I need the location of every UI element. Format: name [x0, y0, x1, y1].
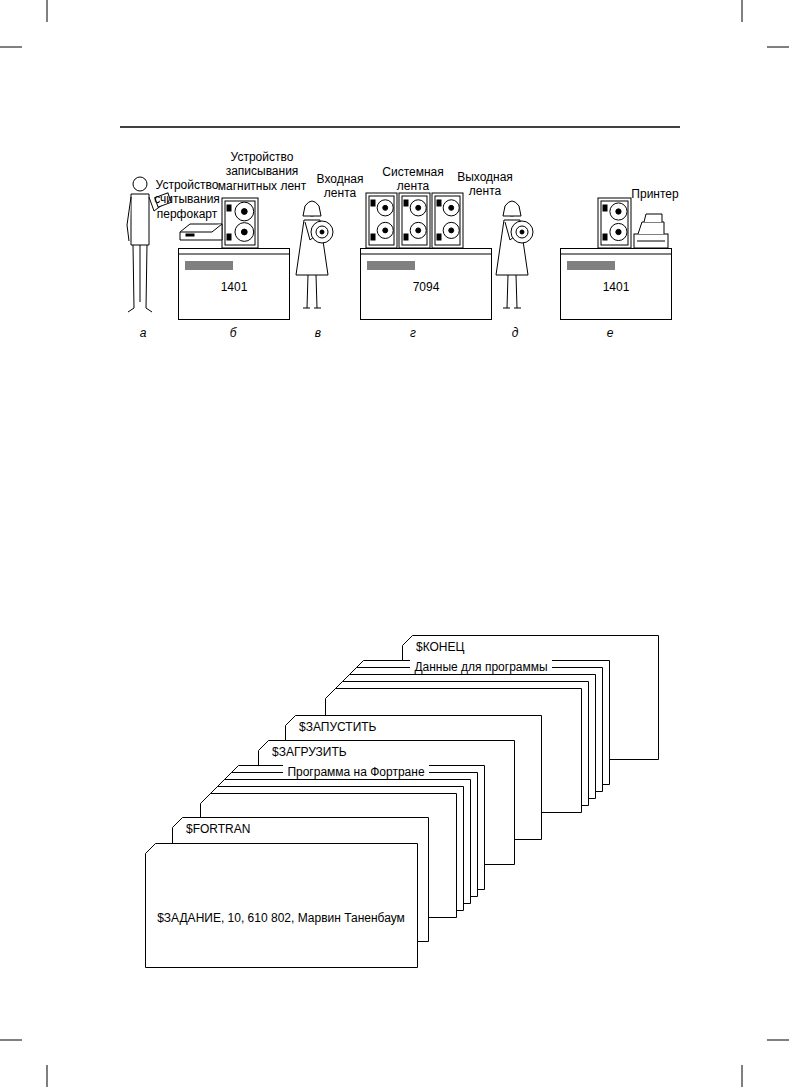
- machine-number: 1401: [221, 280, 248, 294]
- card-text: $КОНЕЦ: [416, 640, 464, 654]
- device-label: Устройство записывания магнитных лент: [210, 150, 314, 193]
- device-label: Выходная лента: [454, 170, 516, 199]
- card-text: Программа на Фортране: [283, 765, 428, 779]
- device-label: Входная лента: [312, 172, 368, 201]
- card-text: Данные для программы: [410, 660, 551, 674]
- device-label: Принтер: [620, 187, 690, 201]
- operator-woman: [296, 201, 333, 308]
- card-text: $ЗАДАНИЕ, 10, 610 802, Марвин Таненбаум: [157, 911, 405, 925]
- tape-unit: [432, 193, 463, 248]
- tape-unit: [399, 193, 430, 248]
- panel-letter: а: [133, 326, 153, 340]
- tape-unit: [598, 198, 631, 248]
- panel-letter: д: [505, 326, 525, 340]
- header-rule: [120, 126, 680, 127]
- panel-letter: в: [308, 326, 328, 340]
- card-text: $FORTRAN: [186, 822, 250, 836]
- device-label: Системная лента: [377, 165, 449, 194]
- panel-letter: г: [403, 326, 423, 340]
- card-text: $ЗАГРУЗИТЬ: [272, 745, 347, 759]
- computer-console: 1401: [560, 248, 672, 320]
- card-reader: [180, 224, 222, 240]
- panel-letter: е: [600, 326, 620, 340]
- tape-unit: [222, 198, 258, 248]
- machine-number: 7094: [413, 280, 440, 294]
- machine-number: 1401: [603, 280, 630, 294]
- computer-console: 7094: [360, 248, 492, 320]
- panel-letter: б: [223, 326, 243, 340]
- card-outline: [145, 843, 417, 967]
- computer-console: 1401: [178, 248, 290, 320]
- punch-card: $ЗАДАНИЕ, 10, 610 802, Марвин Таненбаум: [145, 843, 417, 967]
- card-text: $ЗАПУСТИТЬ: [299, 720, 376, 734]
- operator-woman: [496, 201, 533, 308]
- printer: [634, 214, 668, 248]
- device-label: Устройство считывания перфокарт: [147, 178, 227, 221]
- tape-unit: [366, 193, 397, 248]
